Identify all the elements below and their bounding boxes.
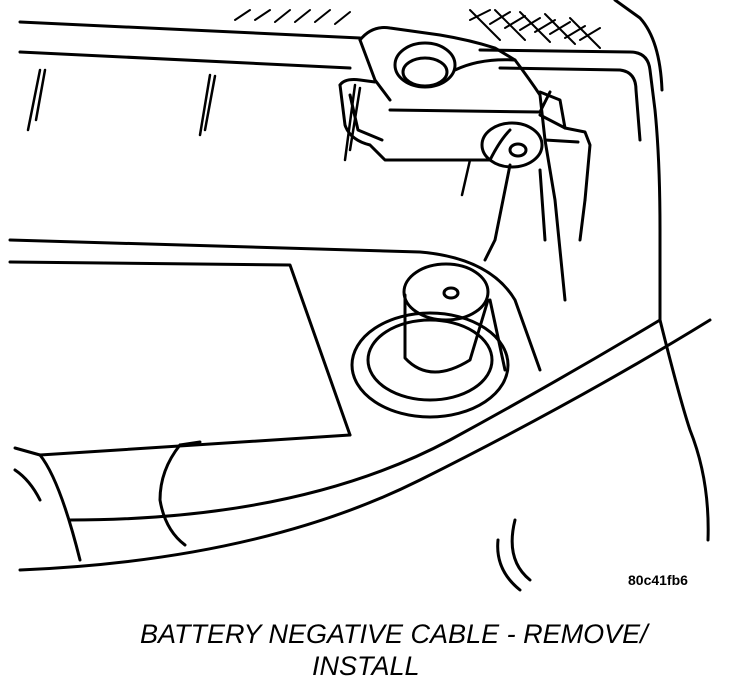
battery-cable-illustration <box>8 0 712 592</box>
negative-terminal-post <box>350 262 510 419</box>
battery-case <box>8 238 542 437</box>
cable-clamp <box>338 26 592 202</box>
battery-tray-frame <box>18 0 664 322</box>
negative-cable <box>483 138 587 302</box>
caption-line-2: INSTALL <box>312 651 420 681</box>
battery-case-ribs <box>26 68 472 197</box>
caption-line-1: BATTERY NEGATIVE CABLE - REMOVE/ <box>140 619 648 649</box>
fender-curves <box>18 318 712 592</box>
hold-down-bracket <box>13 433 352 562</box>
housing-hatch <box>234 9 601 49</box>
figure-reference-code: 80c41fb6 <box>628 572 688 588</box>
